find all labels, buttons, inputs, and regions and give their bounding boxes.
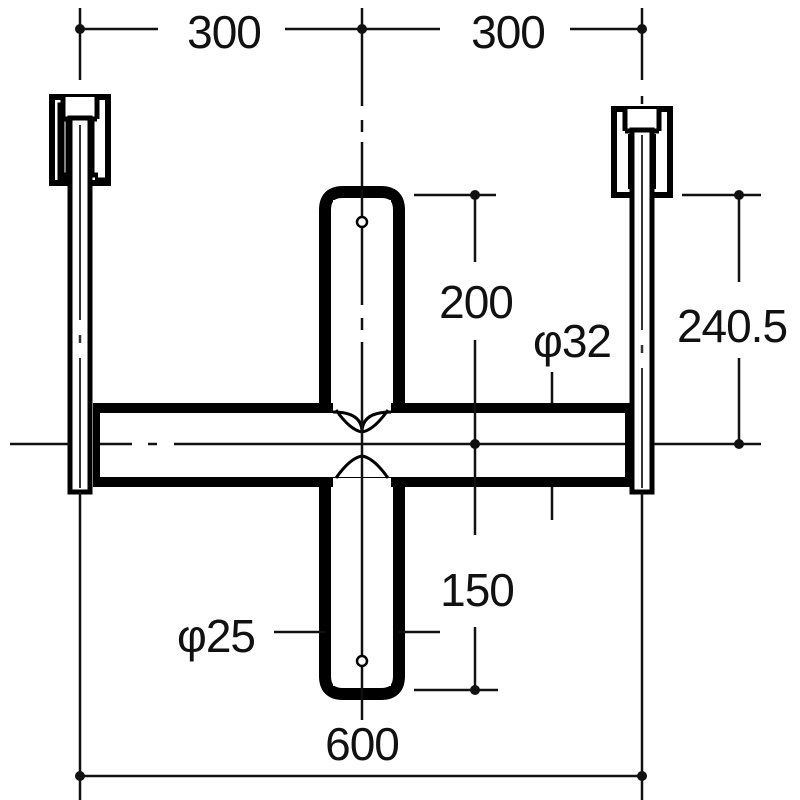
dim-label-240-5: 240.5 xyxy=(677,300,787,352)
top-dimension: 300 300 xyxy=(75,6,647,190)
dim-label-600: 600 xyxy=(325,718,399,770)
vertical-crossbar xyxy=(93,186,632,720)
bracket-height-dimension: 240.5 xyxy=(677,190,788,449)
right-mount-bracket xyxy=(611,106,673,800)
vertical-dimension-200-150: 200 150 xyxy=(414,190,515,695)
dim-label-top-left: 300 xyxy=(187,6,261,58)
mount-hole-bottom xyxy=(355,654,369,668)
diameter-25-callout: φ25 xyxy=(177,610,440,662)
mount-hole-top xyxy=(355,215,369,229)
dim-label-top-right: 300 xyxy=(471,6,545,58)
diameter-32-callout: φ32 xyxy=(533,315,612,520)
left-mount-bracket xyxy=(49,94,111,800)
dim-label-phi-32: φ32 xyxy=(533,315,611,367)
dim-label-150: 150 xyxy=(440,564,514,616)
overall-width-dimension: 600 xyxy=(75,718,647,781)
dim-label-phi-25: φ25 xyxy=(177,610,255,662)
dim-label-200: 200 xyxy=(439,276,513,328)
